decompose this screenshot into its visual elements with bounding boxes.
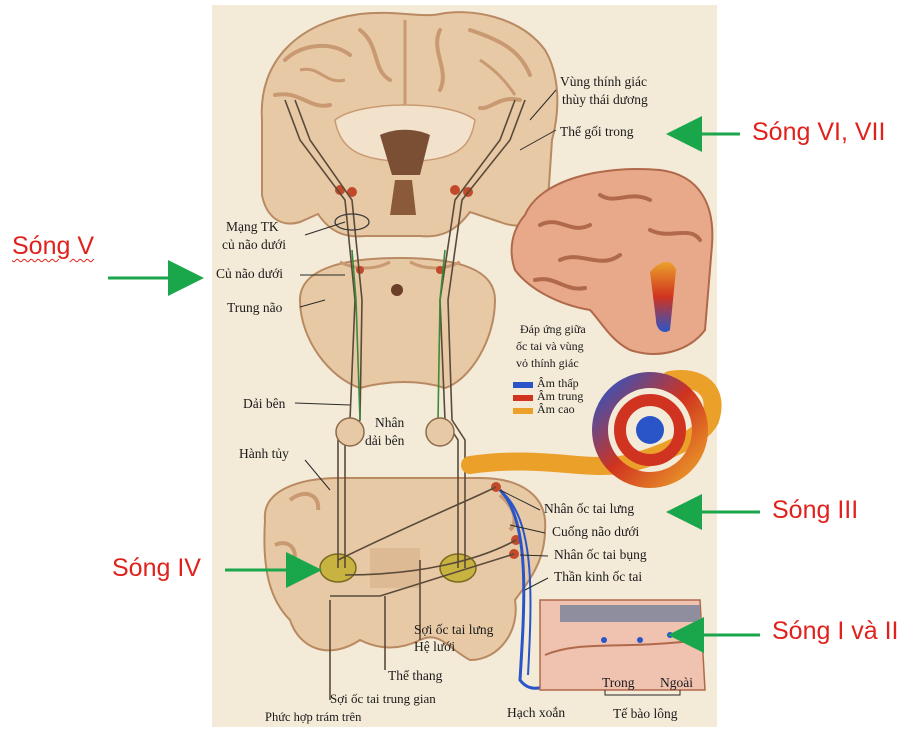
- label-inferior-colliculus: Củ não dưới: [216, 266, 283, 282]
- legend-swatch-high: [513, 408, 533, 414]
- label-hair-cells: Tế bào lông: [613, 706, 677, 722]
- label-spiral-ganglion: Hạch xoắn: [507, 705, 565, 721]
- label-outer: Ngoài: [660, 675, 693, 691]
- midbrain-section: [300, 258, 495, 388]
- label-inner: Trong: [602, 675, 635, 691]
- wave-label-iv: Sóng IV: [112, 554, 201, 583]
- legend-title-line2: ốc tai và vùng: [516, 340, 584, 354]
- wave-label-iii: Sóng III: [772, 496, 858, 525]
- wave-label-vi-vii: Sóng VI, VII: [752, 118, 885, 147]
- label-intermediate-fibers: Sợi ốc tai trung gian: [330, 691, 460, 707]
- label-trapezoid-body: Thể thang: [388, 668, 442, 684]
- legend-swatch-low: [513, 382, 533, 388]
- legend-title-line3: vỏ thính giác: [516, 357, 579, 371]
- label-midbrain: Trung não: [227, 300, 282, 316]
- label-medulla: Hành tủy: [239, 446, 289, 462]
- label-auditory-cortex-line1: Vùng thính giác: [560, 74, 647, 90]
- label-inferior-peduncle: Cuống não dưới: [552, 524, 639, 540]
- label-reticular-system: Hệ lưới: [414, 639, 455, 655]
- legend-high-label: Âm cao: [537, 403, 575, 417]
- label-network-line1: Mạng TK: [226, 219, 279, 235]
- legend-title-line1: Đáp ứng giữa: [520, 323, 586, 337]
- label-medial-geniculate: Thể gối trong: [560, 124, 634, 140]
- label-dorsal-cochlear-nucleus: Nhân ốc tai lưng: [544, 501, 634, 517]
- legend-swatch-mid: [513, 395, 533, 401]
- label-network-line2: củ não dưới: [222, 237, 286, 253]
- label-lateral-lemniscus: Dải bên: [243, 396, 285, 412]
- label-dorsal-fibers: Sợi ốc tai lưng: [414, 622, 493, 638]
- label-nucleus-ll-line1: Nhân: [375, 415, 404, 431]
- label-superior-olive: Phức hợp trám trên: [265, 710, 361, 724]
- wave-label-v: Sóng V: [12, 232, 94, 261]
- label-ventral-cochlear-nucleus: Nhân ốc tai bụng: [554, 547, 647, 563]
- label-cochlear-nerve: Thần kinh ốc tai: [554, 569, 642, 585]
- label-nucleus-ll-line2: dải bên: [365, 433, 404, 449]
- wave-label-i-ii: Sóng I và II: [772, 617, 898, 646]
- label-auditory-cortex-line2: thùy thái dương: [562, 92, 648, 108]
- coronal-brain: [262, 12, 558, 236]
